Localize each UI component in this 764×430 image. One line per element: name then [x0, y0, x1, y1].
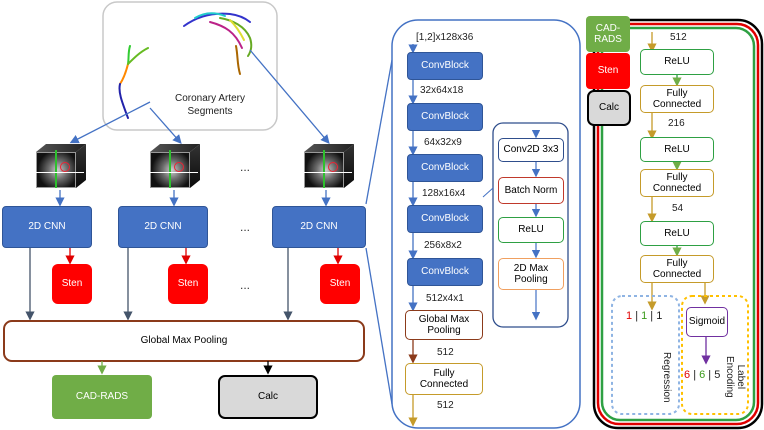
sten-output-3: Sten	[320, 264, 360, 304]
sten-output-1: Sten	[52, 264, 92, 304]
cad-rads-tab: CAD- RADS	[586, 16, 630, 52]
segments-label: Coronary Artery Segments	[174, 93, 246, 117]
cad-rads-output: CAD-RADS	[52, 375, 152, 419]
cnn-detail-panel	[391, 19, 581, 429]
label-encoding-box	[681, 295, 749, 415]
encoding-values: 6 | 6 | 5	[684, 369, 720, 381]
head-panel-middle	[596, 22, 760, 426]
regression-value-3: 1	[656, 310, 663, 322]
head-relu-1: ReLU	[640, 49, 714, 75]
head-dim-216: 216	[668, 118, 685, 129]
convblock-1: ConvBlock	[407, 52, 483, 80]
convblock-detail-panel	[492, 122, 569, 328]
sigmoid-block: Sigmoid	[686, 307, 728, 337]
max-pooling-block: 2D Max Pooling	[498, 258, 564, 290]
conv2d-block: Conv2D 3x3	[498, 138, 564, 162]
head-relu-2: ReLU	[640, 137, 714, 162]
ellipsis-cnn: ...	[240, 220, 251, 234]
dim-1: 32x64x18	[420, 85, 464, 96]
convblock-3: ConvBlock	[407, 154, 483, 182]
cnn-block-3: 2D CNN	[272, 206, 366, 248]
input-dim: [1,2]x128x36	[416, 32, 474, 43]
ct-volume-cube-1	[36, 144, 86, 188]
sten-tab: Sten	[586, 53, 630, 89]
encoding-value-1: 6	[684, 369, 691, 381]
calc-output: Calc	[218, 375, 318, 419]
encoding-value-3: 5	[714, 369, 721, 381]
label-encoding-label: Label Encoding	[724, 356, 746, 398]
global-max-pooling-box	[3, 320, 365, 362]
ct-volume-cube-2	[150, 144, 200, 188]
convblock-4: ConvBlock	[407, 205, 483, 233]
regression-values: 1 | 1 | 1	[626, 310, 662, 322]
regression-box	[611, 295, 680, 415]
encoding-sep-2: |	[708, 369, 715, 381]
sten-output-2: Sten	[168, 264, 208, 304]
head-fc-3: Fully Connected	[640, 255, 714, 283]
ct-volume-cube-3	[304, 144, 354, 188]
artery-tree-drawing	[183, 12, 253, 75]
regression-value-2: 1	[641, 310, 648, 322]
regression-value-1: 1	[626, 310, 633, 322]
dim-4: 256x8x2	[424, 240, 462, 251]
global-max-pooling-label: Global Max Pooling	[140, 335, 228, 347]
head-relu-3: ReLU	[640, 221, 714, 246]
head-panel-inner	[600, 26, 756, 422]
middle-dim-512-a: 512	[437, 347, 454, 358]
ellipsis-cubes: ...	[240, 160, 251, 174]
middle-dim-512-b: 512	[437, 400, 454, 411]
convblock-2: ConvBlock	[407, 103, 483, 131]
head-panel-outer	[592, 18, 764, 430]
head-fc-1: Fully Connected	[640, 85, 714, 113]
relu-block: ReLU	[498, 217, 564, 243]
dim-3: 128x16x4	[422, 188, 466, 199]
convblock-5: ConvBlock	[407, 258, 483, 286]
calc-tab: Calc	[587, 90, 631, 126]
head-dim-54: 54	[672, 203, 684, 214]
regression-sep-2: |	[650, 310, 657, 322]
ellipsis-sten: ...	[240, 278, 251, 292]
head-fc-2: Fully Connected	[640, 169, 714, 197]
encoding-sep-1: |	[693, 369, 700, 381]
cnn-block-1: 2D CNN	[2, 206, 92, 248]
dim-2: 64x32x9	[424, 137, 462, 148]
regression-sep-1: |	[635, 310, 642, 322]
head-dim-512: 512	[670, 32, 687, 43]
batch-norm-block: Batch Norm	[498, 177, 564, 204]
encoding-value-2: 6	[699, 369, 706, 381]
middle-global-max-pooling: Global Max Pooling	[405, 310, 483, 340]
middle-fully-connected: Fully Connected	[405, 363, 483, 395]
cnn-block-2: 2D CNN	[118, 206, 208, 248]
regression-label: Regression	[661, 352, 672, 403]
dim-5: 512x4x1	[426, 293, 464, 304]
